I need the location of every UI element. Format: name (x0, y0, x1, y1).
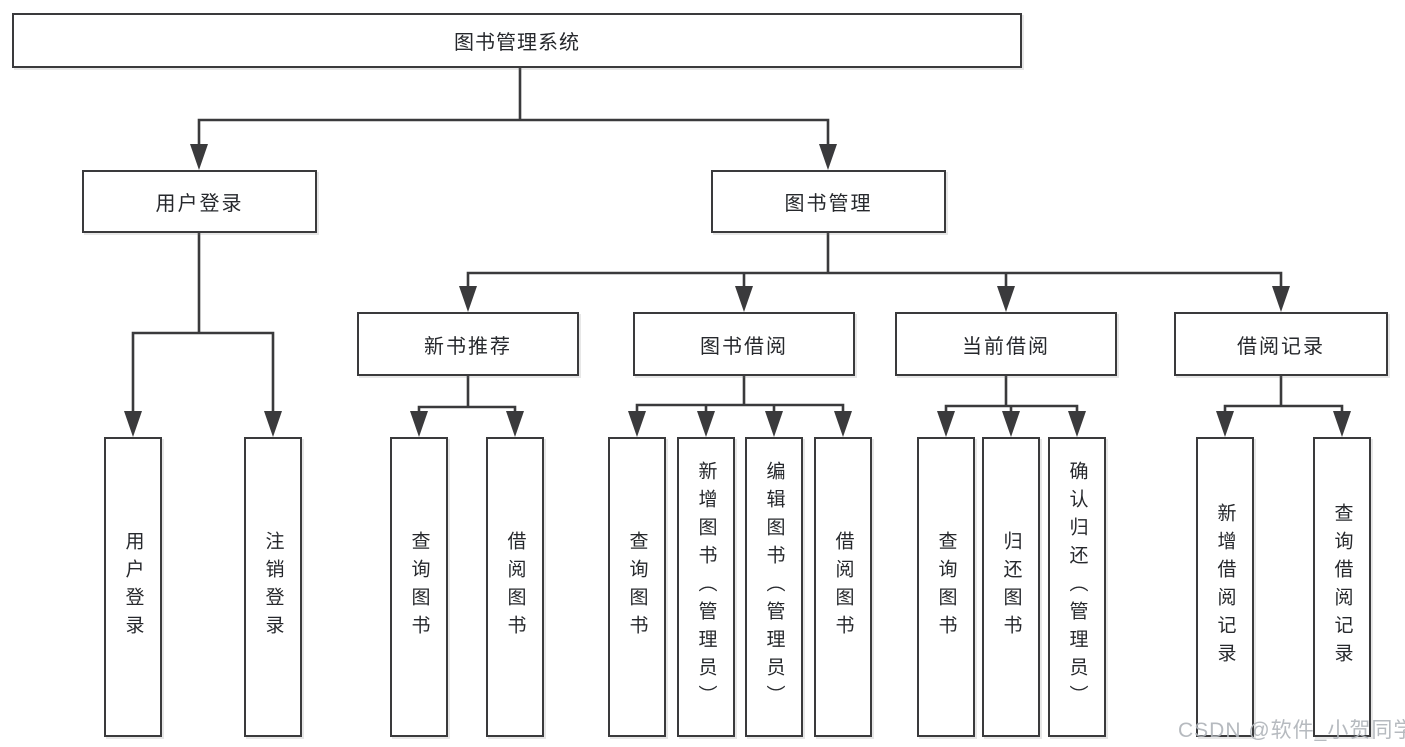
leaf-query-books-recommend: 查询图书 (390, 437, 448, 737)
arrowhead-current-borrowing (997, 286, 1015, 312)
node-user-login: 用户登录 (82, 170, 317, 233)
leaf-query-books-borrowing-label: 查询图书 (626, 531, 648, 643)
node-borrowing-records-label: 借阅记录 (1237, 335, 1325, 358)
node-borrowing-records: 借阅记录 (1174, 312, 1388, 376)
arrowhead-leaf-return-books (1002, 411, 1020, 437)
node-book-management: 图书管理 (711, 170, 946, 233)
leaf-edit-books-admin-label: 编辑图书（管理员） (763, 461, 785, 713)
leaf-logout-login-label: 注销登录 (262, 531, 284, 643)
connector-root-to-level2 (197, 68, 830, 154)
leaf-edit-books-admin: 编辑图书（管理员） (745, 437, 803, 737)
leaf-query-books-recommend-label: 查询图书 (408, 531, 430, 643)
leaf-add-books-admin: 新增图书（管理员） (677, 437, 735, 737)
leaf-logout-login: 注销登录 (244, 437, 302, 737)
arrowhead-leaf-logout (264, 411, 282, 437)
leaf-query-books-current-label: 查询图书 (935, 531, 957, 643)
arrowhead-leaf-borrow-books-2 (834, 411, 852, 437)
leaf-add-borrow-record-label: 新增借阅记录 (1214, 503, 1236, 671)
arrowhead-leaf-edit-books (765, 411, 783, 437)
node-root: 图书管理系统 (12, 13, 1022, 68)
leaf-confirm-return-admin-label: 确认归还（管理员） (1066, 461, 1088, 713)
arrowhead-leaf-query-books-2 (628, 411, 646, 437)
node-current-borrowing: 当前借阅 (895, 312, 1117, 376)
arrowhead-leaf-add-books (697, 411, 715, 437)
arrowhead-leaf-borrow-books-1 (506, 411, 524, 437)
node-book-management-label: 图书管理 (784, 193, 873, 215)
watermark: CSDN @软件_小贺同学 (1178, 719, 1405, 742)
connector-borrowing-records-children (1223, 376, 1344, 419)
leaf-borrow-books-recommend-label: 借阅图书 (504, 531, 526, 643)
node-user-login-label: 用户登录 (155, 193, 244, 215)
leaf-user-login-label: 用户登录 (122, 531, 144, 643)
leaf-borrow-books-borrowing: 借阅图书 (814, 437, 872, 737)
leaf-query-borrow-record: 查询借阅记录 (1313, 437, 1371, 737)
leaf-return-books: 归还图书 (982, 437, 1040, 737)
arrowhead-new-book-recommend (459, 286, 477, 312)
arrowhead-borrowing-records (1272, 286, 1290, 312)
connector-book-management-children (466, 233, 1283, 290)
leaf-user-login: 用户登录 (104, 437, 162, 737)
arrowhead-leaf-query-books-1 (410, 411, 428, 437)
node-book-borrowing: 图书借阅 (633, 312, 855, 376)
leaf-return-books-label: 归还图书 (1000, 531, 1022, 643)
arrowhead-book-management (819, 144, 837, 170)
leaf-borrow-books-borrowing-label: 借阅图书 (832, 531, 854, 643)
leaf-borrow-books-recommend: 借阅图书 (486, 437, 544, 737)
leaf-query-borrow-record-label: 查询借阅记录 (1331, 503, 1353, 671)
leaf-query-books-borrowing: 查询图书 (608, 437, 666, 737)
arrowhead-leaf-add-record (1216, 411, 1234, 437)
leaf-add-books-admin-label: 新增图书（管理员） (695, 461, 717, 713)
connector-user-login-children (131, 233, 275, 419)
arrowhead-book-borrowing (735, 286, 753, 312)
arrowhead-leaf-user-login (124, 411, 142, 437)
node-current-borrowing-label: 当前借阅 (962, 335, 1050, 358)
node-book-borrowing-label: 图书借阅 (700, 335, 788, 358)
leaf-confirm-return-admin: 确认归还（管理员） (1048, 437, 1106, 737)
connector-book-borrowing-children (635, 376, 845, 419)
node-new-book-recommend-label: 新书推荐 (424, 335, 512, 358)
arrowhead-leaf-query-books-3 (937, 411, 955, 437)
node-new-book-recommend: 新书推荐 (357, 312, 579, 376)
leaf-query-books-current: 查询图书 (917, 437, 975, 737)
arrowhead-leaf-confirm-return (1068, 411, 1086, 437)
node-root-label: 图书管理系统 (454, 32, 580, 54)
arrowhead-leaf-query-record (1333, 411, 1351, 437)
arrowhead-user-login (190, 144, 208, 170)
connector-new-book-recommend-children (417, 376, 517, 419)
leaf-add-borrow-record: 新增借阅记录 (1196, 437, 1254, 737)
